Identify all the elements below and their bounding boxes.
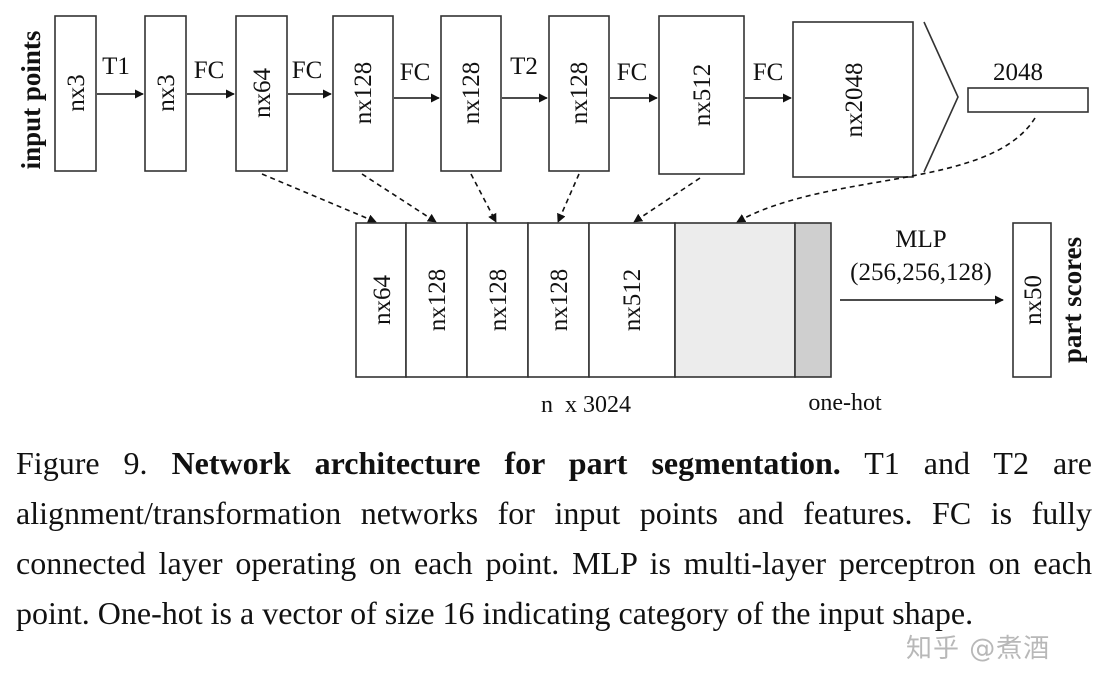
top-box-1-label: nx3 [63, 74, 90, 112]
top-box-7 [658, 15, 745, 175]
skip-arrow-4 [557, 173, 580, 223]
bottom-box-3-label: nx128 [485, 269, 512, 332]
concat-dimension-label: n x 3024 [541, 392, 631, 418]
top-box-7-label: nx512 [689, 64, 716, 127]
skip-arrow-5 [633, 177, 701, 223]
top-box-4 [332, 15, 394, 172]
bottom-box-3 [466, 222, 529, 378]
arrow-label-fc-4: FC [617, 59, 648, 86]
skip-arrow-1 [261, 173, 377, 224]
top-box-1 [54, 15, 97, 172]
top-box-2 [144, 15, 187, 172]
bottom-box-1-label: nx64 [369, 275, 396, 326]
caption-prefix: Figure 9. [16, 445, 172, 481]
arrow-label-fc-2: FC [292, 57, 323, 84]
top-box-3 [235, 15, 288, 172]
top-box-6 [548, 15, 610, 172]
skip-arrow-2 [361, 173, 437, 223]
bottom-box-4-label: nx128 [546, 269, 573, 332]
arrow-label-t1: T1 [102, 53, 130, 80]
maxpool-triangle [923, 21, 959, 173]
top-box-5-label: nx128 [458, 62, 485, 125]
architecture-diagram: input points nx3 nx3 nx64 nx128 nx128 nx… [16, 15, 1089, 418]
part-scores-label: part scores [1057, 237, 1087, 363]
figure-caption: Figure 9. Network architecture for part … [16, 438, 1092, 638]
skip-arrow-global [736, 117, 1036, 223]
top-box-6-label: nx128 [566, 62, 593, 125]
bottom-box-2 [405, 222, 468, 378]
output-box-label: nx50 [1020, 275, 1047, 325]
top-box-4-label: nx128 [350, 62, 377, 125]
bottom-box-2-label: nx128 [424, 269, 451, 332]
onehot-block [794, 222, 832, 378]
bottom-box-4 [527, 222, 590, 378]
top-box-8 [792, 21, 914, 178]
top-box-2-label: nx3 [153, 74, 180, 112]
watermark: 知乎 @煮酒 [906, 634, 1051, 664]
caption-title: Network architecture for part segmentati… [171, 445, 841, 481]
bottom-box-1 [355, 222, 407, 378]
top-box-3-label: nx64 [249, 68, 276, 119]
caption-body: T1 and T2 are alignment/transformation n… [16, 445, 1093, 631]
skip-arrow-3 [470, 173, 497, 223]
input-points-label: input points [16, 31, 46, 170]
bottom-box-5 [588, 222, 676, 378]
arrow-label-t2: T2 [510, 53, 538, 80]
output-box [1012, 222, 1052, 378]
mlp-label: MLP [895, 226, 946, 253]
arrow-label-fc-3: FC [400, 59, 431, 86]
bottom-box-5-label: nx512 [619, 269, 646, 332]
global-feature-label: 2048 [993, 59, 1043, 86]
global-feature-box [967, 87, 1089, 113]
top-box-8-label: nx2048 [841, 63, 868, 138]
top-layer-boxes [54, 15, 914, 178]
mlp-params: (256,256,128) [850, 259, 992, 286]
top-box-5 [440, 15, 502, 172]
arrow-label-fc-5: FC [753, 59, 784, 86]
global-feature-tiled [674, 222, 796, 378]
onehot-label: one-hot [808, 390, 882, 416]
arrow-label-fc-1: FC [194, 57, 225, 84]
concat-feature-block [355, 222, 832, 378]
